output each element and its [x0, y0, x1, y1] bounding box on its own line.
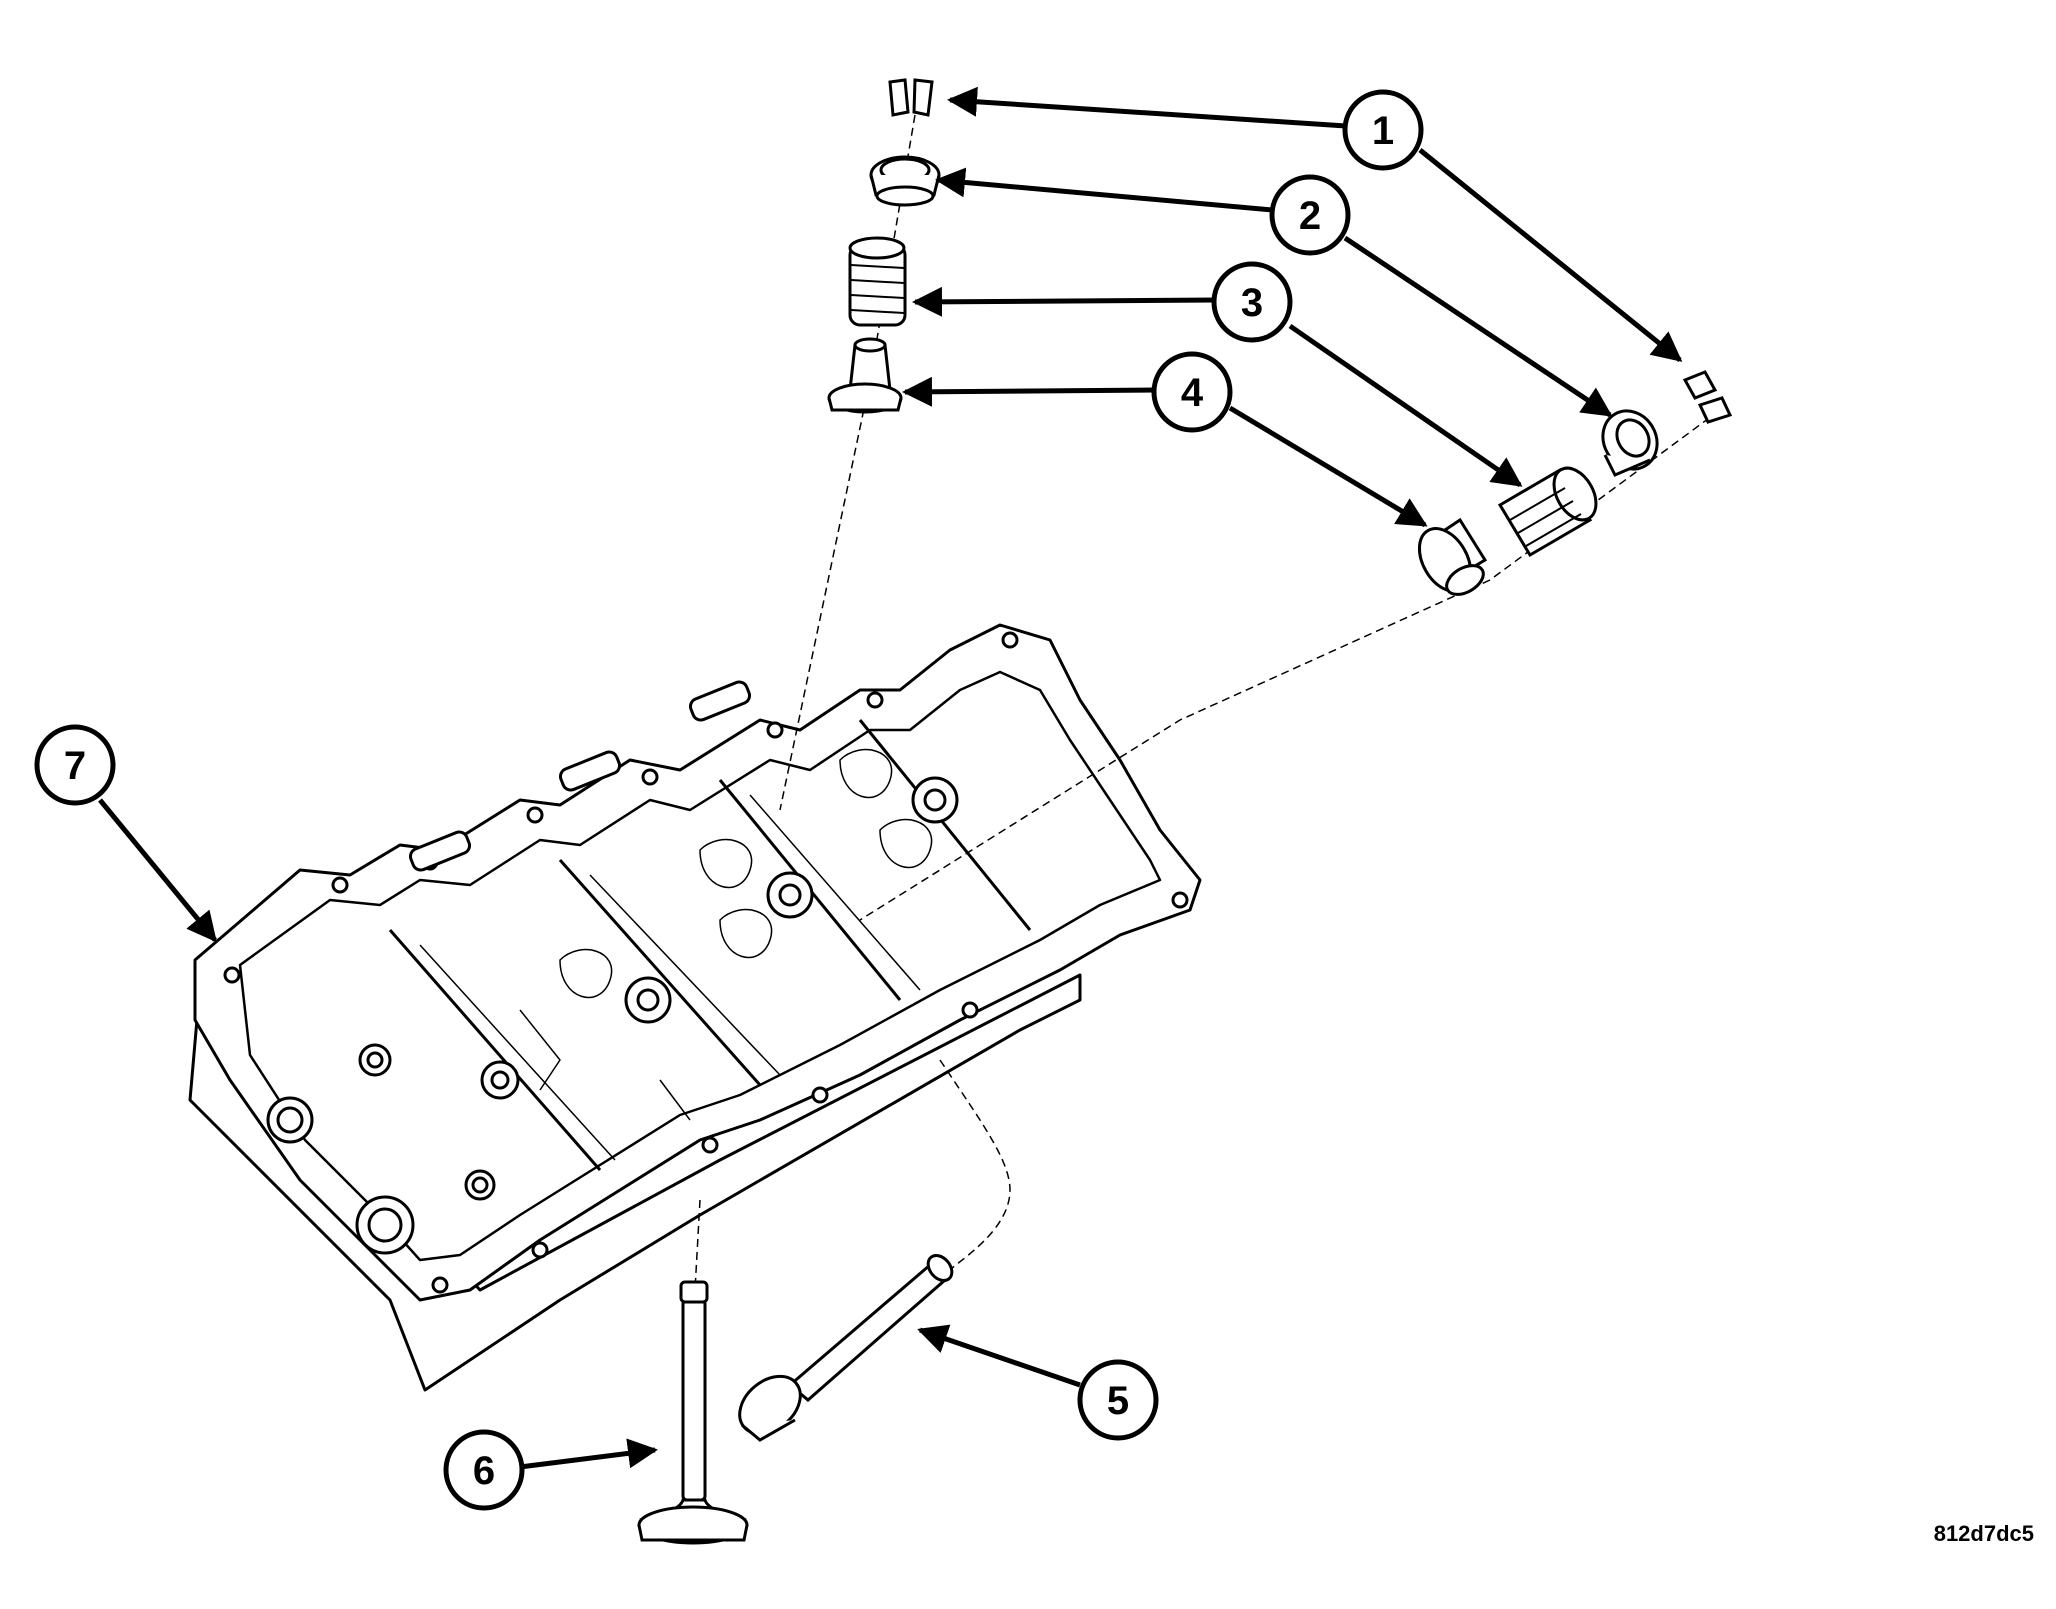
assembly-centerlines	[694, 114, 1721, 1291]
leader-3a	[912, 286, 1216, 317]
leader-7	[98, 798, 217, 943]
svg-text:4: 4	[1181, 371, 1204, 415]
valve-spring-right	[1497, 466, 1598, 558]
callout-5: 5	[1077, 1359, 1159, 1441]
valve-spring-left	[848, 236, 907, 327]
cylinder-head	[188, 623, 1202, 1392]
valve-keepers-right	[1682, 370, 1733, 424]
valve-5	[738, 1253, 954, 1442]
callout-2: 2	[1269, 174, 1351, 256]
leader-1a	[947, 86, 1347, 129]
valve-6	[637, 1280, 749, 1545]
svg-text:1: 1	[1372, 109, 1394, 153]
callout-4: 4	[1151, 351, 1233, 433]
valve-keepers-left	[888, 78, 934, 117]
leader-4b	[1228, 405, 1428, 528]
spring-retainer-right	[1601, 409, 1659, 477]
leader-5	[917, 1324, 1081, 1388]
leader-2b	[1343, 235, 1613, 418]
leader-3b	[1288, 323, 1523, 488]
svg-text:7: 7	[64, 744, 86, 788]
leader-2a	[935, 167, 1273, 213]
leader-arrows	[98, 86, 1683, 1471]
leader-1b	[1418, 148, 1683, 362]
callout-3: 3	[1211, 261, 1293, 343]
leader-6	[511, 1438, 658, 1471]
svg-text:3: 3	[1241, 281, 1263, 325]
svg-text:2: 2	[1299, 194, 1321, 238]
leader-4a	[902, 376, 1156, 407]
spring-retainer-left	[869, 155, 941, 207]
callout-7: 7	[34, 724, 116, 806]
svg-text:6: 6	[473, 1449, 495, 1493]
figure-id-code: 812d7dc5	[1933, 1521, 2034, 1546]
callout-1: 1	[1342, 89, 1424, 171]
valve-seal-right	[1417, 517, 1488, 596]
svg-text:5: 5	[1107, 1379, 1129, 1423]
callout-6: 6	[443, 1429, 525, 1511]
valve-seal-left	[827, 337, 903, 414]
